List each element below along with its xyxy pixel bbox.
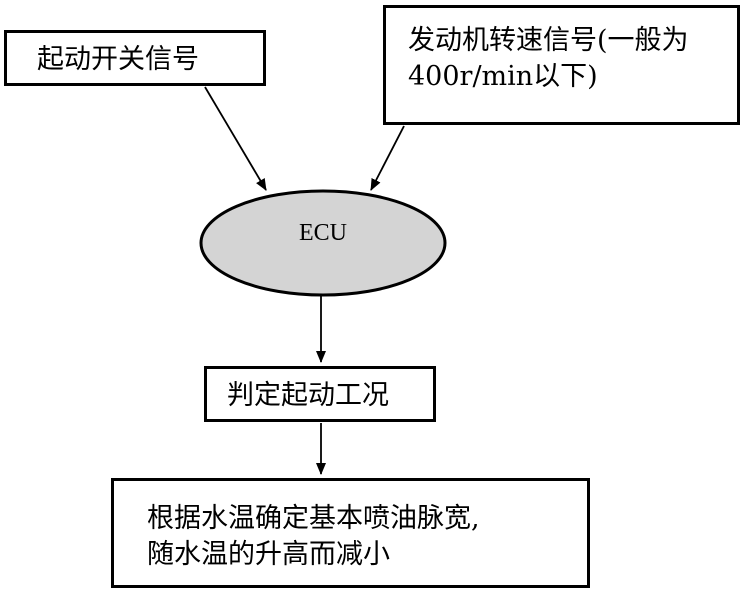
start-signal-label: 起动开关信号 — [37, 44, 199, 75]
speed-signal-line-1: 发动机转速信号(一般为 — [408, 25, 689, 56]
judge-condition-label: 判定起动工况 — [227, 380, 389, 411]
speed-signal-box: 发动机转速信号(一般为 400r/min以下) — [383, 5, 740, 125]
result-line-2: 随水温的升高而减小 — [147, 539, 390, 571]
edge-speed-to-ecu — [370, 125, 405, 191]
result-line-1: 根据水温确定基本喷油脉宽, — [147, 503, 480, 534]
result-box: 根据水温确定基本喷油脉宽, 随水温的升高而减小 — [111, 478, 590, 588]
ecu-ellipse — [199, 189, 447, 297]
judge-condition-box: 判定起动工况 — [204, 366, 436, 422]
speed-signal-line-2: 400r/min以下) — [408, 61, 598, 93]
ecu-label: ECU — [299, 220, 347, 246]
start-signal-box: 起动开关信号 — [4, 30, 266, 86]
edge-start-to-ecu — [204, 86, 267, 191]
